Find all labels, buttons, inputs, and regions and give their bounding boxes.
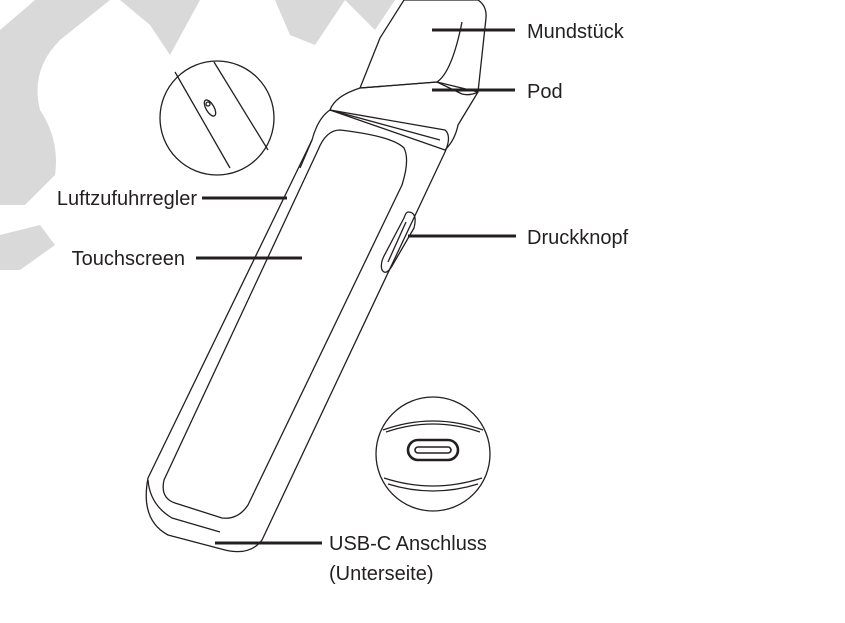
airflow-detail-circle [159, 60, 275, 176]
usb-detail-circle [375, 396, 491, 512]
label-airflow: Luftzufuhrregler [57, 188, 197, 210]
watermark [0, 0, 395, 270]
body-outline [145, 109, 450, 553]
fire-button-inner [387, 221, 407, 263]
label-touchscreen: Touchscreen [72, 248, 185, 270]
usb-detail-curve-top [382, 420, 484, 431]
pod-seam [329, 109, 441, 141]
watermark-shape-w-right [345, 0, 395, 30]
leader-lines [196, 28, 516, 545]
label-button: Druckknopf [527, 227, 629, 249]
usb-detail-curve-bottom [383, 477, 483, 487]
usb-c-port-icon [406, 438, 460, 462]
body-base-curve [147, 479, 221, 533]
body-edge [299, 139, 313, 169]
airflow-detail-edge-1 [174, 71, 231, 169]
label-mouthpiece: Mundstück [527, 21, 625, 43]
label-usb-line2: (Unterseite) [329, 563, 433, 585]
fire-button [380, 211, 416, 273]
pod-outline [329, 81, 479, 151]
vape-device [145, 0, 487, 553]
usb-detail [375, 396, 491, 512]
airflow-detail [159, 60, 275, 176]
airflow-slot-icon [203, 99, 217, 117]
airflow-detail-edge-2 [213, 61, 269, 151]
usb-detail-curve-bottom-2 [387, 483, 479, 492]
label-usb-line1: USB-C Anschluss [329, 533, 487, 555]
watermark-shape-bottom [0, 225, 55, 270]
airflow-slot-dot [205, 101, 211, 107]
usb-detail-curve-top-2 [385, 423, 481, 433]
touchscreen-panel [162, 129, 408, 519]
usb-c-port-inner [414, 446, 452, 454]
watermark-shape-s [0, 0, 110, 205]
label-pod: Pod [527, 81, 563, 103]
watermark-shape-w-left [120, 0, 200, 55]
watermark-shape-w-mid [275, 0, 345, 45]
